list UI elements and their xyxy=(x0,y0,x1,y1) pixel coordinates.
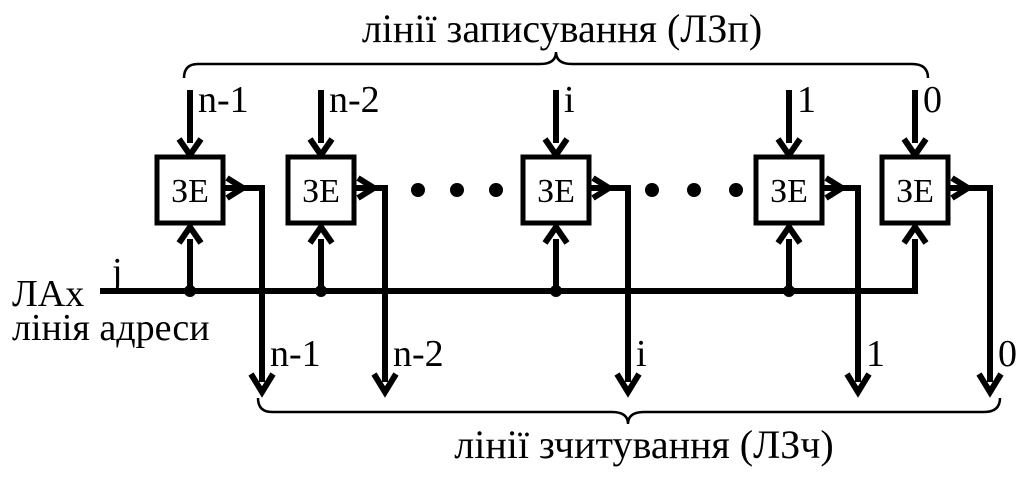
read-line xyxy=(225,185,265,382)
ellipsis-dot xyxy=(450,183,464,197)
write-index-label: n-1 xyxy=(198,79,249,121)
read-index-label: 0 xyxy=(998,333,1017,375)
ellipsis-dot xyxy=(489,183,503,197)
storage-element-label: ЗЕ xyxy=(171,173,209,210)
storage-element-box xyxy=(879,154,951,226)
address-line-caption: лінія адреси xyxy=(12,307,210,349)
read-line xyxy=(356,185,388,382)
address-line-index: j xyxy=(110,251,123,293)
junction-dot xyxy=(315,285,327,297)
read-arrow-icon xyxy=(248,372,276,398)
write-index-label: i xyxy=(564,79,575,121)
ellipsis-dots xyxy=(411,183,743,197)
read-index-label: n-1 xyxy=(270,333,321,375)
select-arrow-icon xyxy=(176,221,204,245)
address-line-name: ЛАх xyxy=(12,273,84,315)
read-arrow-icon xyxy=(844,372,872,398)
read-index-label: n-2 xyxy=(393,333,444,375)
storage-element-label: ЗЕ xyxy=(302,173,340,210)
read-arrow-icon xyxy=(614,372,642,398)
select-arrow-icon xyxy=(775,221,803,245)
junction-dot xyxy=(184,285,196,297)
junction-dot xyxy=(550,285,562,297)
read-index-label: i xyxy=(636,333,647,375)
storage-element-box xyxy=(520,154,592,226)
ellipsis-dot xyxy=(729,183,743,197)
write-index-label: 0 xyxy=(923,79,942,121)
read-arrow-icon xyxy=(371,372,399,398)
read-lines-label: лінії зчитування (ЛЗч) xyxy=(454,422,833,467)
write-lines-brace xyxy=(182,51,930,79)
read-index-label: 1 xyxy=(866,333,885,375)
storage-element-box xyxy=(285,154,357,226)
read-line xyxy=(950,185,993,382)
write-lines-label: лінії записування (ЛЗп) xyxy=(362,6,762,51)
read-line xyxy=(591,185,631,382)
storage-element-box xyxy=(753,154,825,226)
read-line xyxy=(824,185,861,382)
read-arrow-icon xyxy=(976,372,1004,398)
ellipsis-dot xyxy=(645,183,659,197)
write-index-label: n-2 xyxy=(329,79,380,121)
storage-element-label: ЗЕ xyxy=(770,173,808,210)
ellipsis-dot xyxy=(411,183,425,197)
read-lines-brace xyxy=(256,397,1002,425)
storage-element-label: ЗЕ xyxy=(896,173,934,210)
ellipsis-dot xyxy=(687,183,701,197)
write-index-label: 1 xyxy=(797,79,816,121)
junction-dot xyxy=(783,285,795,297)
select-arrow-icon xyxy=(307,221,335,245)
select-arrow-icon xyxy=(901,221,929,245)
storage-element-label: ЗЕ xyxy=(537,173,575,210)
select-arrow-icon xyxy=(542,221,570,245)
